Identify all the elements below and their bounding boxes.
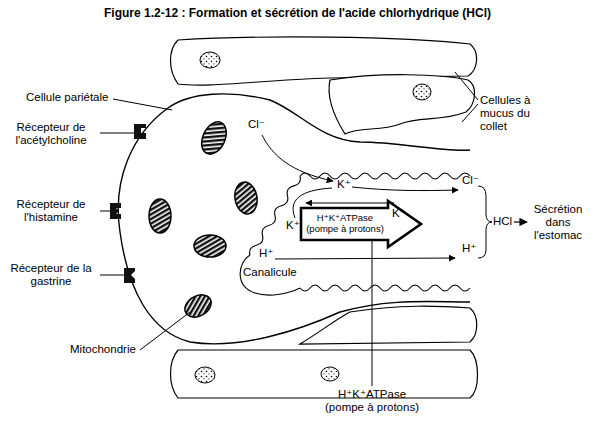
pump-label: H⁺K⁺ATPase (pompe à protons) xyxy=(322,388,422,414)
brace xyxy=(478,186,492,258)
pump-label: H⁺K⁺ATPase (pompe à protons) xyxy=(303,212,387,234)
cell-nucleus xyxy=(195,367,215,383)
pump-arrow-shape xyxy=(301,201,421,247)
ion-label: K⁺ xyxy=(392,207,406,220)
ion-flow-arrow xyxy=(306,203,394,204)
histamine-receptor xyxy=(110,203,121,219)
canaliculus-wall xyxy=(240,255,300,295)
ion-label: H⁺ xyxy=(259,247,273,260)
cell-label: Cellule pariétale xyxy=(26,91,108,104)
mucous-cell xyxy=(171,350,478,398)
leader-line xyxy=(372,240,373,386)
cell-nucleus xyxy=(321,367,339,381)
cell-label: Cellules à mucus du collet xyxy=(480,94,552,133)
gastrin-receptor xyxy=(124,268,135,283)
leader-line xyxy=(100,275,124,276)
structure-label: Canalicule xyxy=(243,266,297,279)
mitochondrion xyxy=(181,290,215,321)
receptor-label: Récepteur de la gastrine xyxy=(2,262,100,288)
ion-flow-arrow xyxy=(275,258,455,259)
secretion-label: Sécrétion dans l'estomac xyxy=(526,203,590,242)
canaliculus-wall xyxy=(300,285,470,291)
receptor-label: Récepteur de l'histamine xyxy=(2,198,100,224)
receptor-label: Récepteur de l'acétylcholine xyxy=(2,121,100,147)
ion-flow-arrow xyxy=(262,135,333,181)
organelle-label: Mitochondrie xyxy=(70,343,136,356)
mucous-cell xyxy=(300,306,477,344)
cell-nucleus xyxy=(413,84,431,100)
mitochondrion xyxy=(232,180,259,215)
leader-line xyxy=(100,211,110,212)
secretion-arrow xyxy=(514,221,527,222)
acetylcholine-receptor xyxy=(134,124,146,139)
canaliculus-wall xyxy=(250,176,301,255)
ion-label: H⁺ xyxy=(462,242,476,255)
figure-title: Figure 1.2-12 : Formation et sécrétion d… xyxy=(0,6,595,20)
canaliculus-wall xyxy=(300,173,470,179)
mucous-cell xyxy=(329,75,475,134)
mitochondrion xyxy=(197,118,231,158)
mitochondrion xyxy=(194,235,226,257)
leader-line xyxy=(462,104,478,122)
acid-label: HCl xyxy=(493,215,512,228)
mitochondrion xyxy=(149,199,171,233)
ion-label: K⁺ xyxy=(286,219,300,232)
leader-line xyxy=(455,72,478,100)
ion-label: K⁺ xyxy=(337,178,351,191)
leader-line xyxy=(100,133,134,134)
leader-line xyxy=(113,99,172,110)
cell-nucleus xyxy=(200,52,220,68)
ion-flow-arrow xyxy=(352,187,458,191)
ion-label: Cl⁻ xyxy=(248,118,265,131)
ion-label: Cl⁻ xyxy=(462,174,479,187)
leader-line xyxy=(140,312,190,350)
